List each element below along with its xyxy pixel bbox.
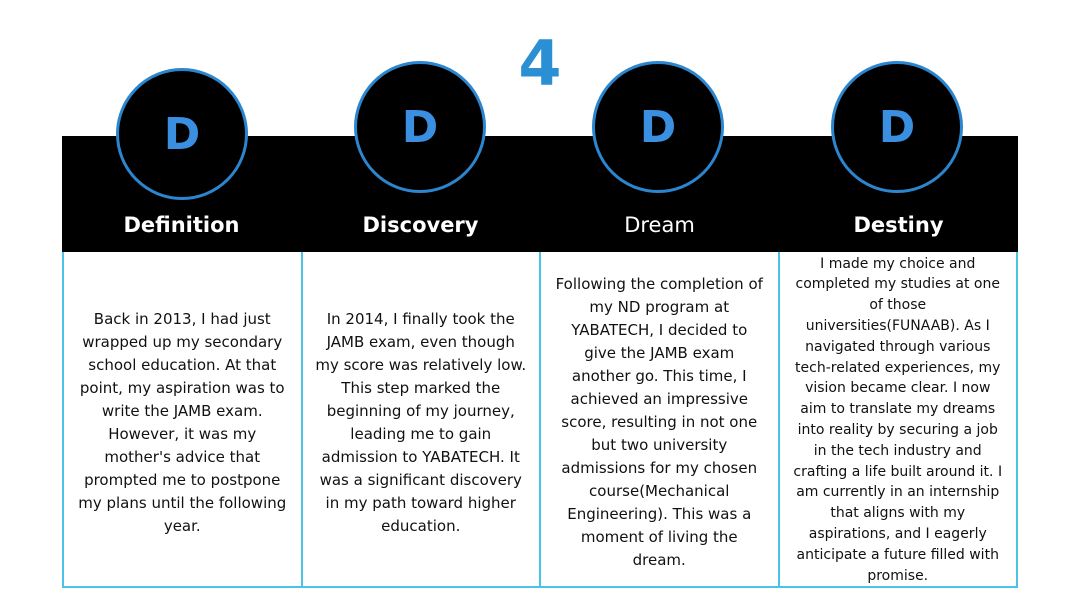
discovery-circle: D [354, 61, 486, 193]
dream-circle: D [592, 61, 724, 193]
definition-panel: Back in 2013, I had just wrapped up my s… [62, 252, 303, 588]
definition-title: Definition [123, 213, 240, 237]
destiny-panel: I made my choice and completed my studie… [779, 252, 1018, 588]
destiny-circle: D [831, 61, 963, 193]
definition-letter: D [163, 108, 201, 160]
dream-title: Dream [624, 213, 695, 237]
discovery-letter: D [401, 101, 439, 153]
discovery-title: Discovery [362, 213, 479, 237]
slide-number: 4 [518, 27, 562, 100]
discovery-text: In 2014, I finally took the JAMB exam, e… [315, 310, 527, 535]
dream-letter: D [639, 101, 677, 153]
discovery-panel: In 2014, I finally took the JAMB exam, e… [302, 252, 541, 588]
destiny-text: I made my choice and completed my studie… [793, 255, 1003, 584]
step-panels: Back in 2013, I had just wrapped up my s… [62, 252, 1018, 588]
dream-panel: Following the completion of my ND progra… [541, 252, 780, 588]
definition-text: Back in 2013, I had just wrapped up my s… [78, 310, 287, 535]
definition-circle: D [116, 68, 248, 200]
destiny-title: Destiny [853, 213, 944, 237]
dream-text: Following the completion of my ND progra… [555, 274, 763, 569]
destiny-letter: D [878, 101, 916, 153]
